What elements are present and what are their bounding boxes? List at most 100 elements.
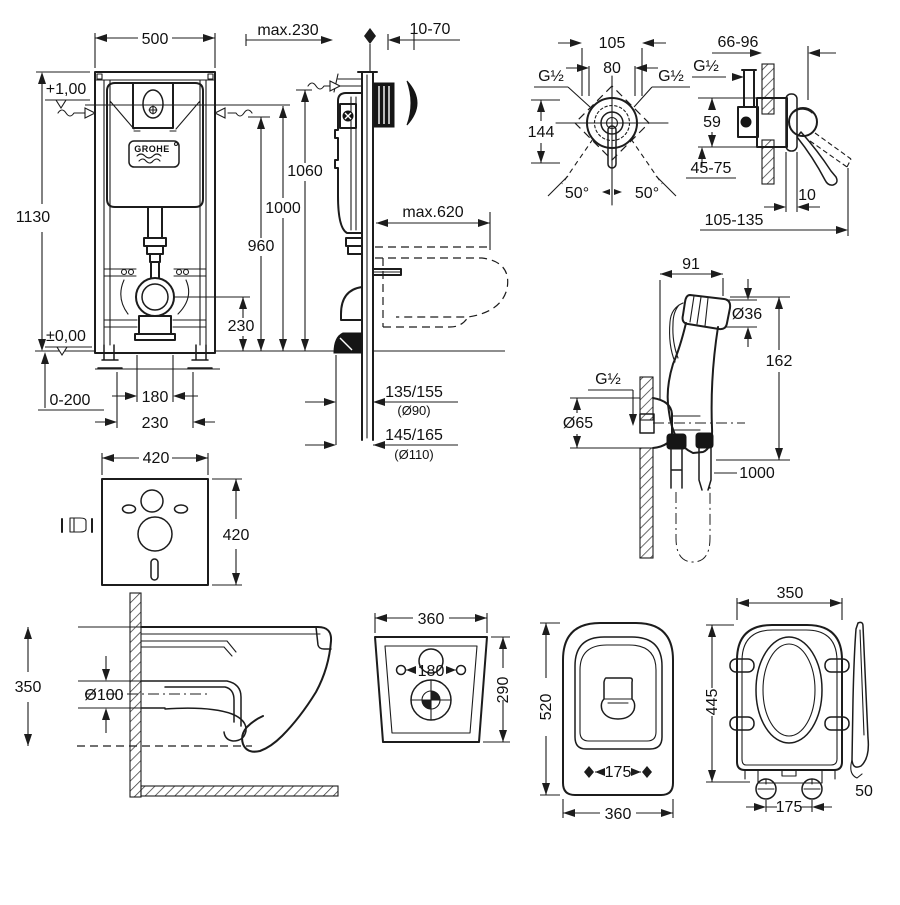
dim-drain-a-dia: (Ø90) bbox=[397, 403, 430, 418]
bracket-bolt-1 bbox=[120, 268, 128, 276]
access-bolt-cross bbox=[344, 112, 352, 120]
hose-nut-right bbox=[695, 432, 714, 449]
bowl-flush-channel bbox=[140, 680, 242, 727]
mixer-side-view: 66-96 G½ 59 45-75 10 105-135 bbox=[686, 34, 852, 236]
back-target-quadrants bbox=[422, 691, 440, 709]
holder-connector-lines bbox=[671, 415, 701, 431]
dim-mixer-depth-range: 66-96 bbox=[718, 34, 759, 51]
bolt-icon-head bbox=[69, 517, 87, 533]
bracket-bolt-2 bbox=[127, 268, 135, 276]
sprayer-trigger bbox=[669, 302, 684, 363]
back-hole-top bbox=[418, 648, 444, 674]
cistern-outline bbox=[106, 82, 204, 208]
bowl-wall-hatch bbox=[129, 592, 142, 798]
dim-feet-range: 0-200 bbox=[50, 392, 91, 409]
bowl-back-view: 360 180 290 bbox=[374, 611, 512, 743]
frame-feet bbox=[97, 344, 213, 369]
dim-drain-a: 135/155 bbox=[385, 384, 443, 401]
dim-bowl-h: 350 bbox=[15, 679, 42, 696]
logo-registered-dot bbox=[173, 141, 179, 147]
flush-button-oval bbox=[142, 89, 164, 119]
dim-mixer-plate-t: 10 bbox=[798, 187, 816, 204]
seat-slot-bl bbox=[729, 716, 755, 731]
bowl-top-inner bbox=[579, 644, 657, 742]
side-rail-details bbox=[333, 73, 402, 439]
gasket-slot-left bbox=[121, 504, 137, 514]
flush-button-dot bbox=[148, 105, 158, 115]
seat-dim-lines bbox=[706, 598, 843, 812]
sprayer-view: 91 Ø36 162 G½ Ø65 1000 bbox=[563, 256, 792, 563]
frame-side-dim-lines bbox=[245, 34, 505, 446]
grohe-logo-text: GROHE bbox=[134, 144, 170, 154]
bowl-profile-outline bbox=[140, 626, 333, 753]
dim-mixer-thread-right: G½ bbox=[658, 68, 684, 85]
bowl-top-drain bbox=[600, 677, 636, 720]
dim-drain-b: 145/165 bbox=[385, 427, 443, 444]
dim-mixer-total-range: 105-135 bbox=[705, 212, 764, 229]
outlet-circle-inner bbox=[141, 283, 169, 311]
back-hole-left bbox=[395, 664, 407, 676]
seat-ring-outer bbox=[755, 636, 823, 744]
side-anchor-squiggle bbox=[307, 82, 331, 90]
gasket-arrowheads bbox=[102, 454, 240, 585]
gasket-hole-top bbox=[140, 489, 164, 513]
dim-level-zero: ±0,00 bbox=[46, 328, 86, 345]
dim-mixer-wall-range: 45-75 bbox=[691, 160, 732, 177]
wall-anchor-squiggle-left bbox=[57, 109, 86, 117]
bowl-top-dim-lines bbox=[540, 622, 674, 818]
dim-seat-hinges: 175 bbox=[776, 799, 803, 816]
seat-outline bbox=[736, 624, 843, 771]
mixer-gear-circle bbox=[593, 104, 631, 142]
dashed-bowl-outline bbox=[375, 246, 509, 328]
dim-frame-height: 1130 bbox=[16, 209, 51, 226]
back-plate-outline bbox=[374, 636, 488, 743]
dim-bowl-top-w: 360 bbox=[605, 806, 632, 823]
mixer-body-circle bbox=[586, 97, 638, 149]
bracket-bolt-4 bbox=[182, 268, 190, 276]
wall-anchor-squiggle-right bbox=[227, 109, 253, 117]
dim-install-depth: max.230 bbox=[257, 22, 318, 39]
dim-seat-d: 445 bbox=[704, 689, 721, 716]
side-rail bbox=[357, 71, 378, 441]
flush-button-cross bbox=[148, 105, 158, 115]
seat-bolt-slots bbox=[757, 778, 821, 790]
mixer-handle-boss bbox=[788, 107, 818, 137]
gasket-dim-lines bbox=[101, 453, 242, 586]
seat-view: 350 445 175 50 bbox=[704, 585, 873, 816]
sprayer-head-ribs bbox=[689, 295, 709, 327]
dim-mixer-thread-left: G½ bbox=[538, 68, 564, 85]
anchor-diamond bbox=[364, 28, 376, 44]
dim-bowl-depth: max.620 bbox=[402, 204, 463, 221]
bowl-top-rim bbox=[574, 636, 663, 750]
dim-back-holes: 180 bbox=[418, 663, 445, 680]
bowl-side-view: 350 Ø100 bbox=[15, 592, 339, 798]
dim-back-w: 360 bbox=[418, 611, 445, 628]
dim-bolt-spacing: 230 bbox=[142, 415, 169, 432]
bowl-buffer-notch bbox=[315, 626, 332, 650]
dim-back-h: 290 bbox=[495, 677, 512, 704]
dim-bowl-top-mounts: 175 bbox=[605, 764, 632, 781]
sprayer-head bbox=[681, 294, 732, 331]
seat-side-wedge bbox=[851, 621, 870, 768]
bowl-floor-hatch bbox=[140, 785, 339, 797]
gasket-view: 420 420 bbox=[61, 450, 250, 586]
seat-hinge-bar bbox=[744, 769, 836, 784]
hose-tubes bbox=[670, 447, 712, 491]
seat-inner-line bbox=[741, 629, 838, 766]
dim-plate-depth: 10-70 bbox=[410, 21, 451, 38]
dim-gasket-h: 420 bbox=[223, 527, 250, 544]
mixer-front-view: 105 80 G½ G½ 144 50° 50° bbox=[528, 35, 690, 206]
bolt-icon bbox=[61, 518, 93, 533]
dim-bowl-drain-dia: Ø100 bbox=[84, 687, 123, 704]
bowl-top-arrowheads bbox=[542, 623, 673, 817]
mixer-center-circle bbox=[605, 116, 619, 130]
wall-anchor-arrow-left bbox=[84, 107, 97, 119]
frame-outline bbox=[94, 71, 216, 354]
dim-mixer-angle-right: 50° bbox=[635, 185, 659, 202]
dim-outlet-spacing: 180 bbox=[142, 389, 169, 406]
gasket-slot-right bbox=[173, 504, 189, 514]
mixer-cartridge-circle bbox=[600, 111, 624, 135]
holder-dome bbox=[652, 397, 673, 449]
